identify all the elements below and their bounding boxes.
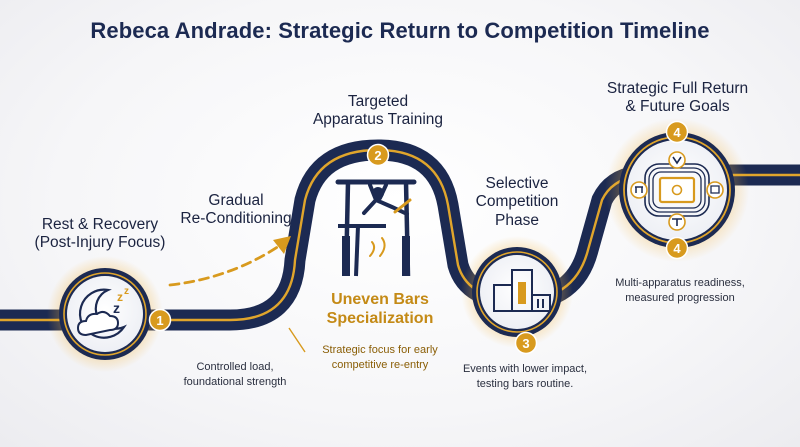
- stage-2-highlight: Uneven Bars Specialization: [326, 291, 434, 328]
- stage-4-badge-top: 4: [665, 120, 689, 144]
- moon-sleep-icon: z z z: [76, 286, 129, 339]
- stage-4-label: Strategic Full Return & Future Goals: [606, 80, 749, 116]
- svg-text:2: 2: [374, 148, 381, 163]
- stage-2-label: Targeted Apparatus Training: [312, 93, 444, 129]
- stage-1-label: Rest & Recovery (Post-Injury Focus): [34, 216, 166, 252]
- page-title: Rebeca Andrade: Strategic Return to Comp…: [90, 18, 710, 43]
- stage-4-badge-bottom: 4: [665, 236, 689, 260]
- stage-1-badge: 1: [148, 308, 172, 332]
- stage-4-note: Multi-apparatus readiness, measured prog…: [615, 277, 745, 304]
- stage-3-label: Selective Competition Phase: [475, 175, 559, 229]
- svg-text:z: z: [113, 300, 120, 316]
- arena-icon: [630, 151, 724, 231]
- dashed-arrow-icon: [168, 236, 291, 287]
- svg-text:1: 1: [156, 313, 163, 328]
- stage-2-badge: 2: [366, 143, 390, 167]
- stage-2-note: Strategic focus for early competitive re…: [322, 344, 438, 371]
- svg-text:z: z: [117, 290, 123, 304]
- stage-3-node: [461, 236, 573, 348]
- svg-text:z: z: [124, 286, 129, 297]
- stage-3-badge: 3: [514, 331, 538, 355]
- note-leader-line: [288, 327, 306, 353]
- stage-4-node: [605, 118, 749, 262]
- stage-1-node: z z z: [47, 256, 163, 372]
- stage-3-note: Events with lower impact, testing bars r…: [462, 363, 588, 390]
- timeline-road: [0, 139, 800, 331]
- svg-text:3: 3: [522, 336, 529, 351]
- podium-icon: [493, 269, 551, 312]
- reconditioning-label: Gradual Re-Conditioning: [180, 192, 292, 228]
- uneven-bars-gymnast-icon: [335, 179, 417, 277]
- stage-1-note: Controlled load, foundational strength: [183, 361, 287, 388]
- svg-text:4: 4: [673, 125, 681, 140]
- svg-text:4: 4: [673, 241, 681, 256]
